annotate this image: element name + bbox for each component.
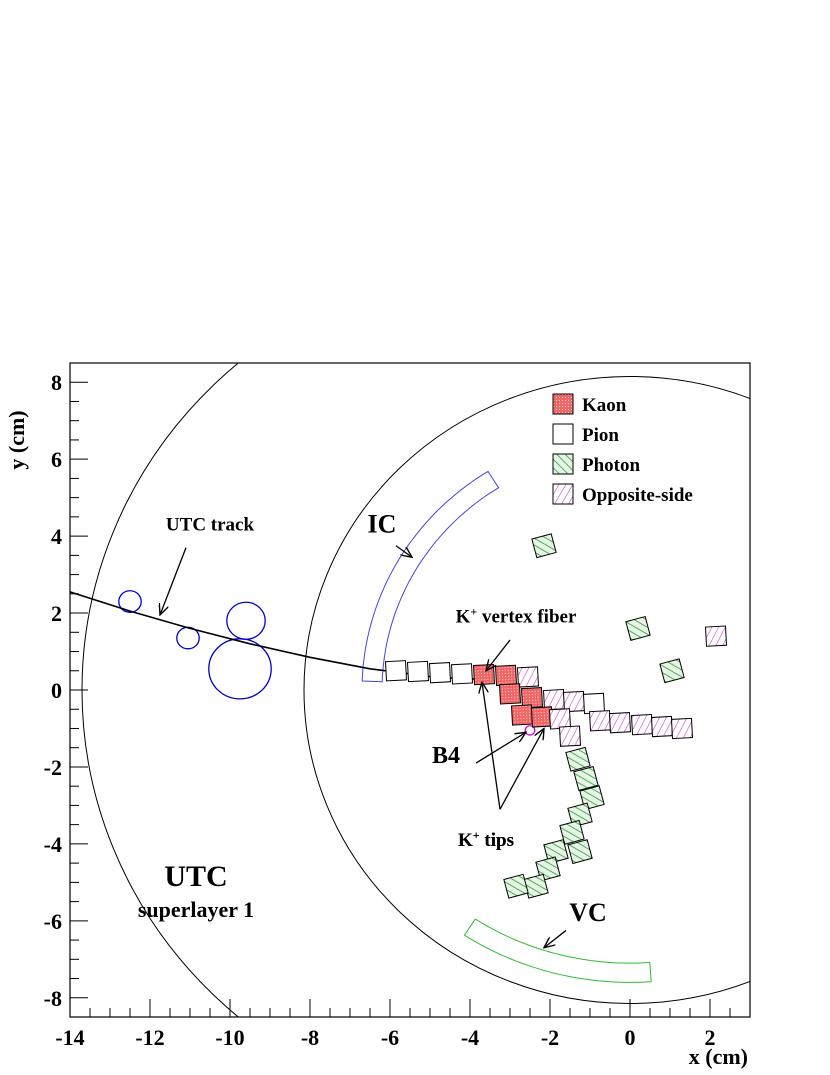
annotation-arrow [486, 639, 511, 671]
y-tick-label: -6 [44, 909, 62, 934]
annotation-label: VC [569, 898, 607, 927]
annotation-arrow [160, 547, 187, 615]
photon-fiber [543, 839, 569, 865]
y-tick-label: 0 [51, 678, 62, 703]
x-tick-label: -6 [381, 1025, 399, 1050]
y-axis-label: y (cm) [4, 410, 29, 469]
annotation-label: UTC [164, 860, 227, 893]
fiber-hits [384, 533, 728, 899]
annotation-label: K+ tips [458, 828, 514, 851]
kaon-fiber [494, 664, 518, 687]
legend-swatch-pion [552, 423, 574, 445]
opposite-fiber [588, 710, 612, 732]
annotation-label: K+ tips [458, 828, 514, 851]
annotation-label: K+ vertex fiber [456, 605, 577, 628]
opposite-fiber [650, 715, 674, 738]
legend-label-opposite: Opposite-side [582, 485, 693, 506]
opposite-fiber [608, 712, 632, 734]
opposite-fiber [630, 713, 654, 736]
x-tick-label: -10 [215, 1025, 244, 1050]
pion-fiber [428, 662, 452, 684]
y-tick-label: -2 [44, 755, 62, 780]
kaon-fiber [498, 683, 522, 705]
legend-swatch-opposite [552, 483, 574, 505]
kaon-fiber [472, 663, 496, 686]
annotation-arrow [395, 545, 412, 558]
annotation-label: superlayer 1 [138, 897, 254, 922]
x-tick-label: -14 [55, 1025, 84, 1050]
x-tick-label: -12 [135, 1025, 164, 1050]
legend-label-kaon: Kaon [582, 395, 627, 416]
legend-swatch-photon [552, 453, 574, 475]
x-tick-label: -2 [541, 1025, 559, 1050]
photon-fiber [567, 839, 593, 865]
photon-fiber [531, 533, 557, 559]
photon-fiber [523, 873, 549, 899]
annotation-label: IC [368, 509, 397, 538]
x-tick-label: -8 [301, 1025, 319, 1050]
x-tick-label: 2 [705, 1025, 716, 1050]
photon-fiber [567, 802, 593, 828]
y-tick-label: -4 [44, 832, 62, 857]
annotation-arrow [544, 929, 567, 947]
annotation-arrow [475, 732, 526, 764]
pion-fiber [582, 692, 606, 715]
x-tick-label: 0 [625, 1025, 636, 1050]
annotation-arrow [499, 728, 544, 810]
opposite-fiber [548, 708, 572, 730]
pion-fiber [384, 660, 408, 682]
x-axis-label: x (cm) [689, 1044, 748, 1069]
y-tick-label: 8 [51, 370, 62, 395]
x-tick-label: -4 [461, 1025, 479, 1050]
vc-counter-arc [463, 918, 652, 983]
y-tick-label: 6 [51, 447, 62, 472]
photon-fiber [659, 658, 685, 684]
axes: -14 -12 -10 -8 -6 -4 -2 0 2 -8 -6 -4 -2 0 2 4 6 8 [44, 362, 751, 1050]
photon-fiber [565, 746, 591, 772]
pion-fiber [406, 660, 430, 683]
utc-hit-circle [118, 590, 142, 613]
ic-counter-arc [361, 470, 500, 683]
y-tick-label: 4 [51, 524, 62, 549]
utc-hit-circle [208, 638, 272, 700]
photon-fiber [503, 873, 529, 899]
annotation-label: B4 [432, 743, 460, 769]
photon-fiber [625, 615, 651, 641]
legend-label-pion: Pion [582, 425, 619, 446]
legend-swatch-kaon [552, 393, 574, 415]
opposite-fiber [670, 717, 694, 740]
annotation-label: UTC track [166, 514, 255, 535]
utc-hit-circle [226, 601, 266, 640]
photon-fiber [559, 819, 585, 845]
opposite-fiber [516, 666, 540, 688]
legend-label-photon: Photon [582, 455, 641, 476]
photon-fiber [573, 765, 599, 791]
y-tick-label: -8 [44, 986, 62, 1011]
pion-fiber [450, 663, 474, 685]
kaon-fiber [510, 704, 534, 726]
opposite-fiber [704, 625, 728, 647]
y-tick-label: 2 [51, 601, 62, 626]
opposite-fiber [558, 725, 582, 747]
annotation-arrow [482, 682, 501, 810]
